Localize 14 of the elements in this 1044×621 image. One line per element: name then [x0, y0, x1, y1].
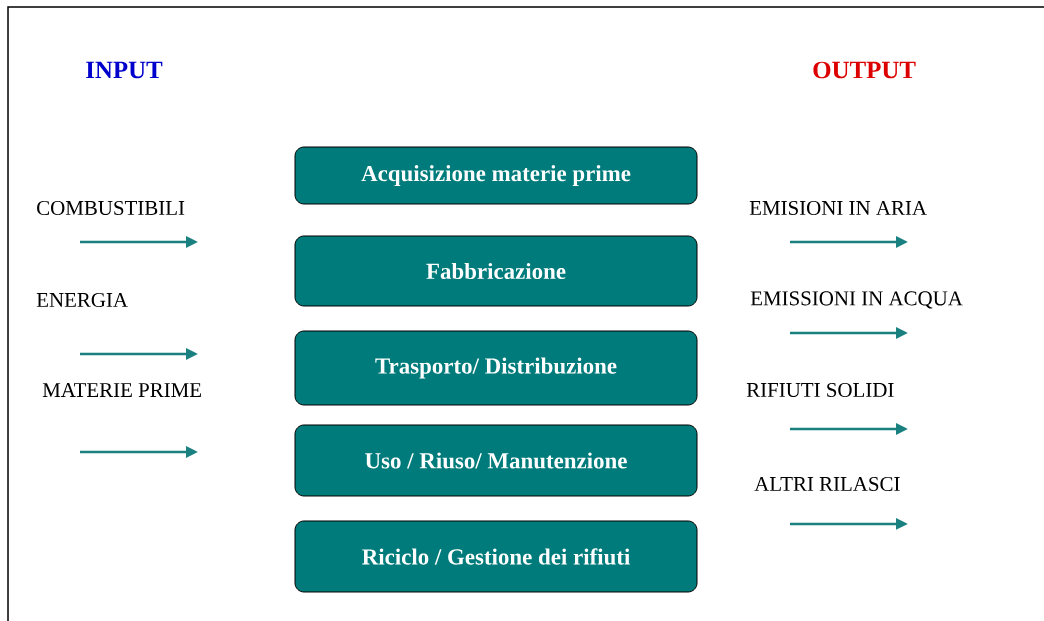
flow-label: MATERIE PRIME	[42, 383, 201, 397]
process-box: Riciclo / Gestione dei rifiuti	[294, 520, 698, 593]
flow-label: RIFIUTI SOLIDI	[746, 382, 894, 397]
process-box: Uso / Riuso/ Manutenzione	[294, 424, 698, 497]
process-box: Fabbricazione	[294, 235, 698, 307]
column-heading: OUTPUT	[813, 61, 916, 79]
process-box: Acquisizione materie prime	[294, 146, 698, 205]
flow-label: ALTRI RILASCI	[754, 476, 900, 491]
column-heading: INPUT	[86, 61, 163, 79]
flow-label: COMBUSTIBILI	[37, 200, 185, 215]
process-box: Trasporto/ Distribuzione	[294, 330, 698, 406]
flow-label: EMISSIONI IN ACQUA	[750, 291, 963, 309]
flow-label: ENERGIA	[36, 292, 128, 307]
flow-label: EMISIONI IN ARIA	[749, 200, 927, 215]
